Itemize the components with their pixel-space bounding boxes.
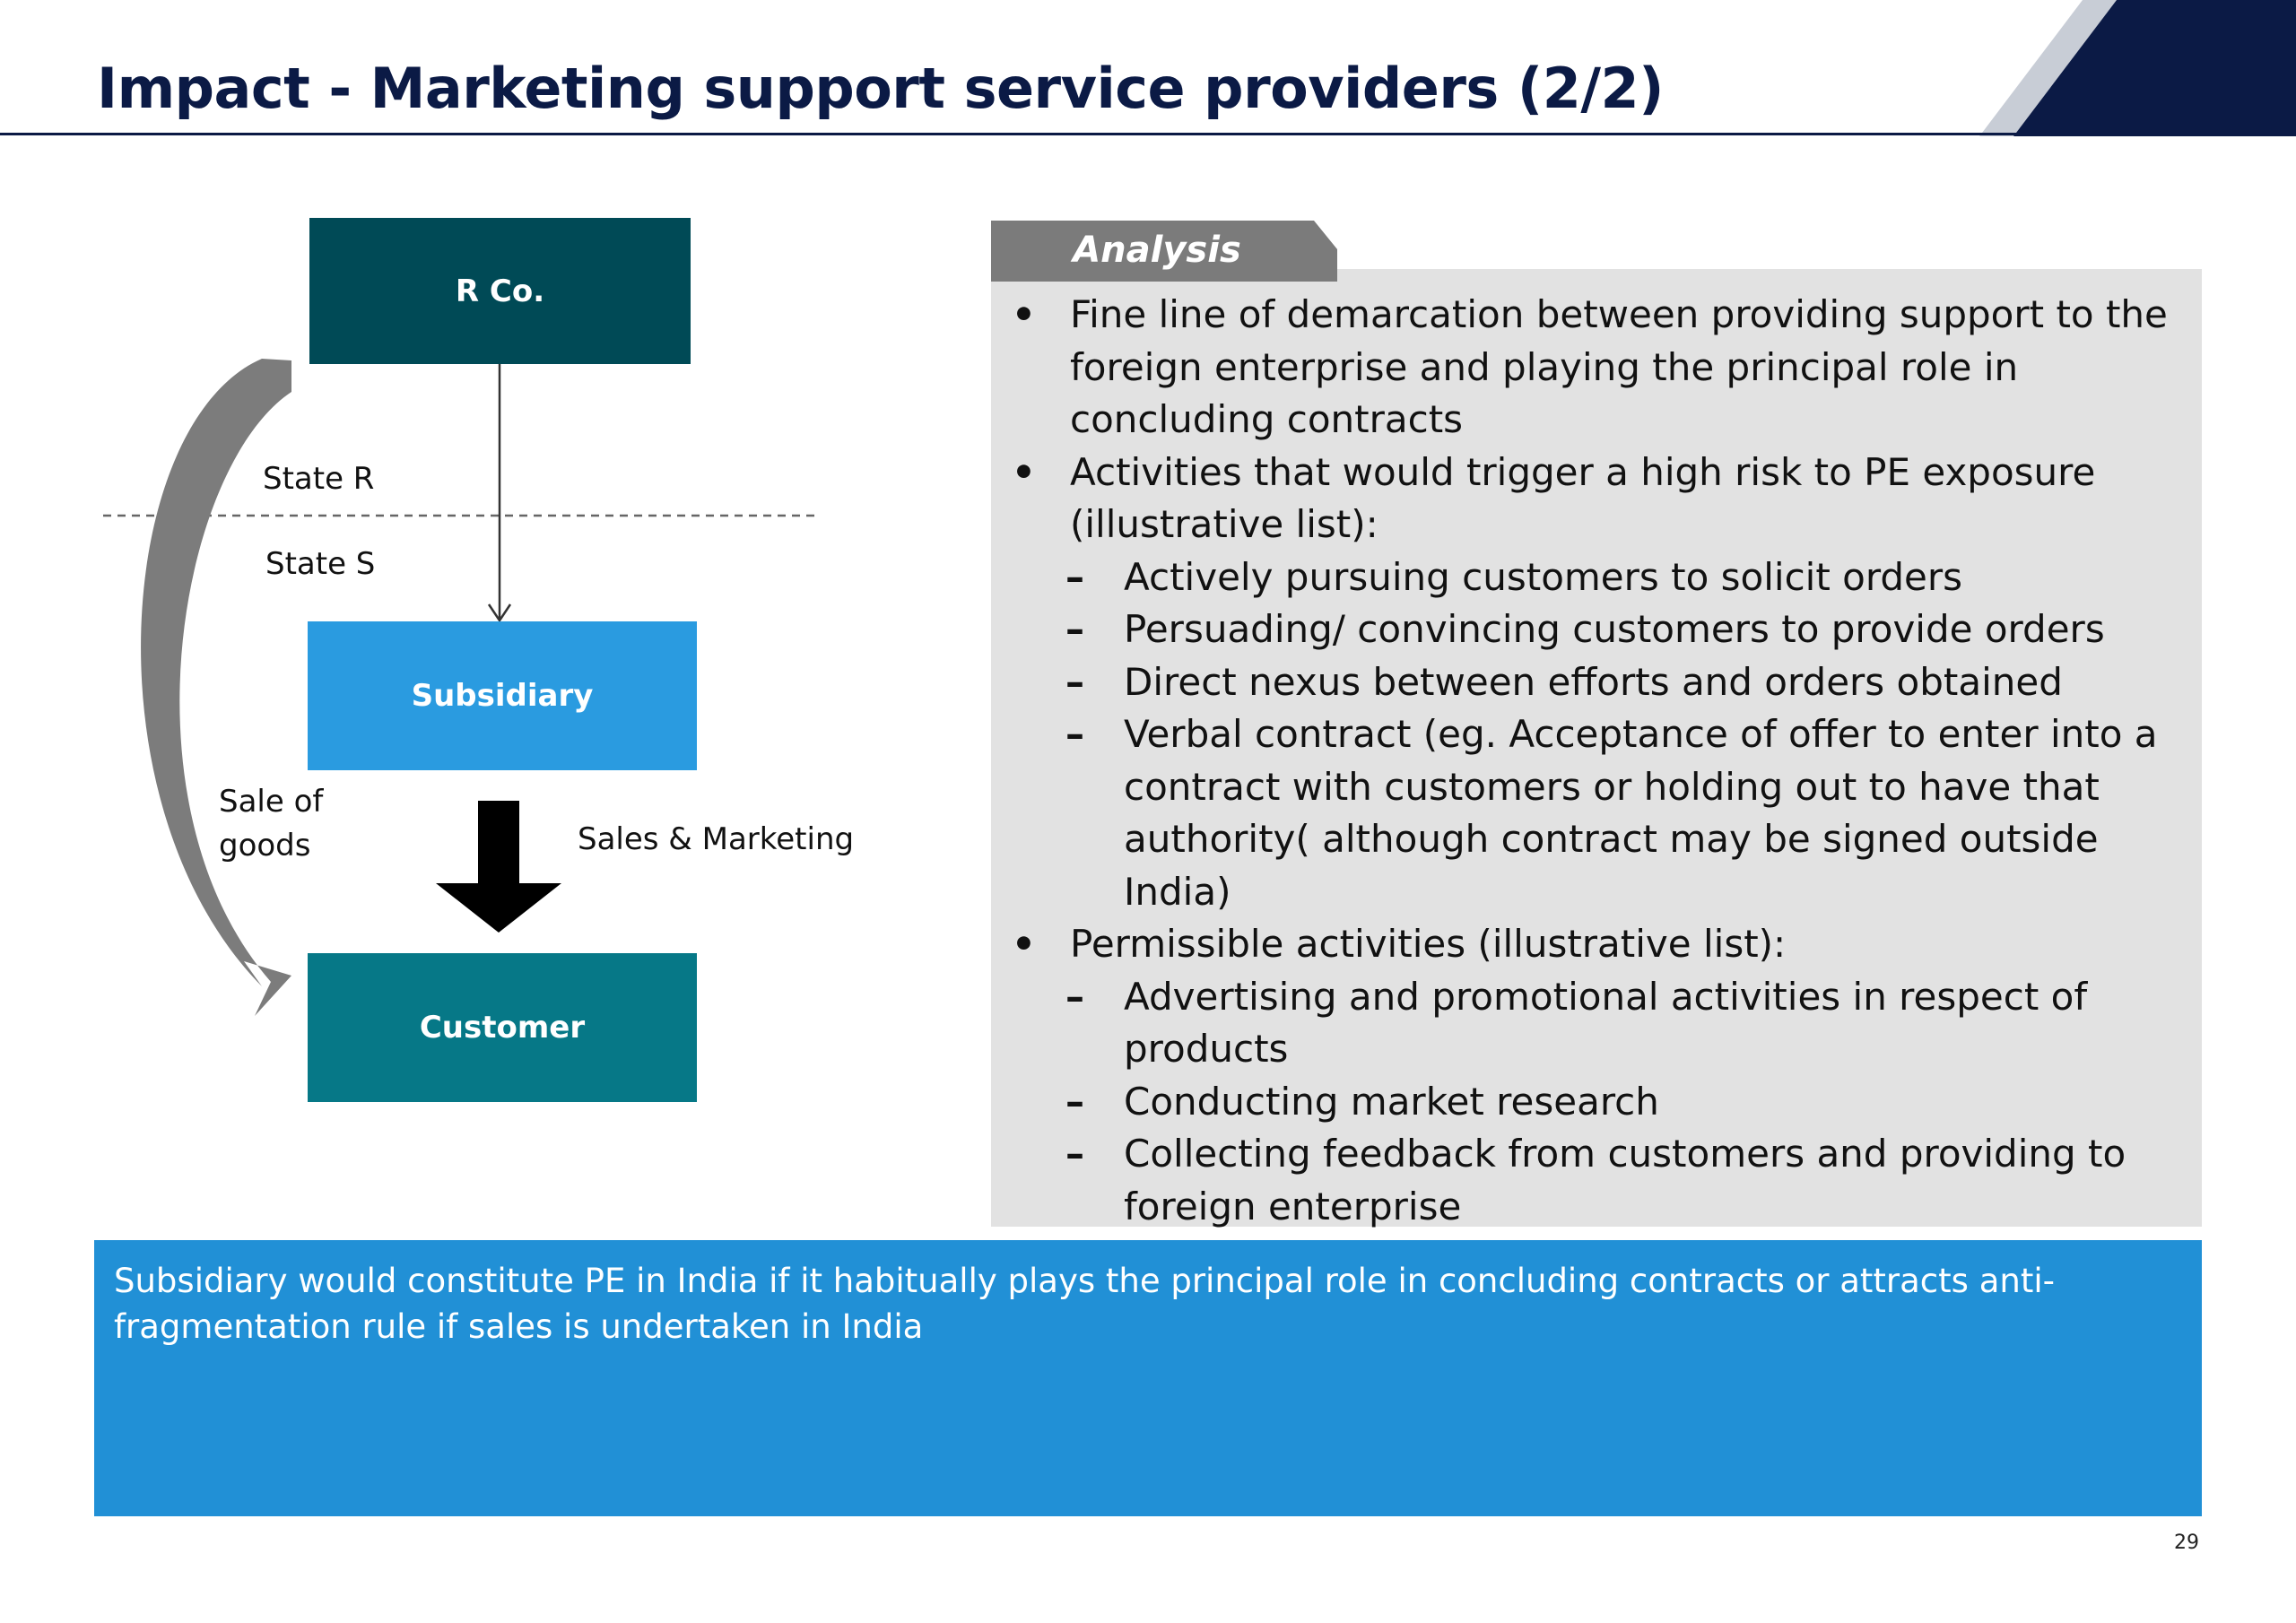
analysis-sub-bullet: –Conducting market research bbox=[1012, 1076, 2187, 1129]
state-s-label: State S bbox=[265, 546, 376, 582]
analysis-item-text: Direct nexus between efforts and orders … bbox=[1124, 659, 2063, 704]
analysis-bullet: • Permissible activities (illustrative li… bbox=[1012, 918, 2187, 971]
analysis-sub-bullet: –Actively pursuing customers to solicit … bbox=[1012, 551, 2187, 604]
analysis-sub-bullet: –Direct nexus between efforts and orders… bbox=[1012, 656, 2187, 709]
state-r-label: State R bbox=[263, 461, 375, 497]
analysis-tab-label: Analysis bbox=[1073, 230, 1241, 271]
analysis-item-text: Permissible activities (illustrative lis… bbox=[1070, 922, 1787, 966]
analysis-sub-bullet: –Collecting feedback from customers and … bbox=[1012, 1128, 2187, 1233]
bullet-dash: – bbox=[1065, 1132, 1084, 1176]
page-title: Impact - Marketing support service provi… bbox=[97, 56, 1665, 121]
analysis-item-text: Activities that would trigger a high ris… bbox=[1070, 449, 2096, 547]
subsidiary-box: Subsidiary bbox=[308, 621, 697, 770]
customer-box: Customer bbox=[308, 953, 697, 1102]
analysis-item-text: Actively pursuing customers to solicit o… bbox=[1124, 554, 1963, 599]
r-co-box: R Co. bbox=[309, 218, 691, 364]
analysis-item-text: Fine line of demarcation between providi… bbox=[1070, 292, 2168, 441]
analysis-list: • Fine line of demarcation between provid… bbox=[1012, 289, 2187, 1233]
analysis-tab bbox=[991, 221, 1337, 282]
analysis-item-text: Verbal contract (eg. Acceptance of offer… bbox=[1124, 712, 2158, 914]
sale-of-goods-curved-arrow bbox=[141, 359, 291, 1016]
analysis-item-text: Conducting market research bbox=[1124, 1079, 1659, 1124]
analysis-bullet: • Fine line of demarcation between provid… bbox=[1012, 289, 2187, 447]
analysis-sub-bullet: –Advertising and promotional activities … bbox=[1012, 971, 2187, 1076]
sales-marketing-label: Sales & Marketing bbox=[578, 821, 855, 857]
bullet-dash: – bbox=[1065, 712, 1084, 756]
sales-marketing-arrow bbox=[436, 801, 561, 933]
conclusion-banner: Subsidiary would constitute PE in India … bbox=[94, 1240, 2202, 1516]
analysis-item-text: Persuading/ convincing customers to prov… bbox=[1124, 607, 2105, 651]
corner-decoration bbox=[1979, 0, 2296, 136]
analysis-sub-bullet: –Persuading/ convincing customers to pro… bbox=[1012, 603, 2187, 656]
analysis-sub-bullet: –Verbal contract (eg. Acceptance of offe… bbox=[1012, 708, 2187, 918]
bullet-dash: – bbox=[1065, 1079, 1084, 1124]
bullet-dash: – bbox=[1065, 607, 1084, 651]
analysis-bullet: • Activities that would trigger a high ri… bbox=[1012, 447, 2187, 551]
bullet-dash: – bbox=[1065, 659, 1084, 704]
sale-of-goods-label: Sale of goods bbox=[219, 784, 324, 864]
analysis-item-text: Advertising and promotional activities i… bbox=[1124, 974, 2088, 1072]
rco-to-subsidiary-arrowhead bbox=[487, 603, 512, 623]
title-divider bbox=[0, 133, 2296, 135]
bullet-dot: • bbox=[1012, 292, 1036, 336]
bullet-dot: • bbox=[1012, 449, 1036, 494]
page-number: 29 bbox=[2174, 1532, 2199, 1554]
bullet-dot: • bbox=[1012, 922, 1036, 966]
analysis-panel bbox=[991, 269, 2202, 1227]
bullet-dash: – bbox=[1065, 554, 1084, 599]
conclusion-text: Subsidiary would constitute PE in India … bbox=[114, 1262, 2055, 1346]
bullet-dash: – bbox=[1065, 974, 1084, 1019]
analysis-item-text: Collecting feedback from customers and p… bbox=[1124, 1132, 2126, 1228]
